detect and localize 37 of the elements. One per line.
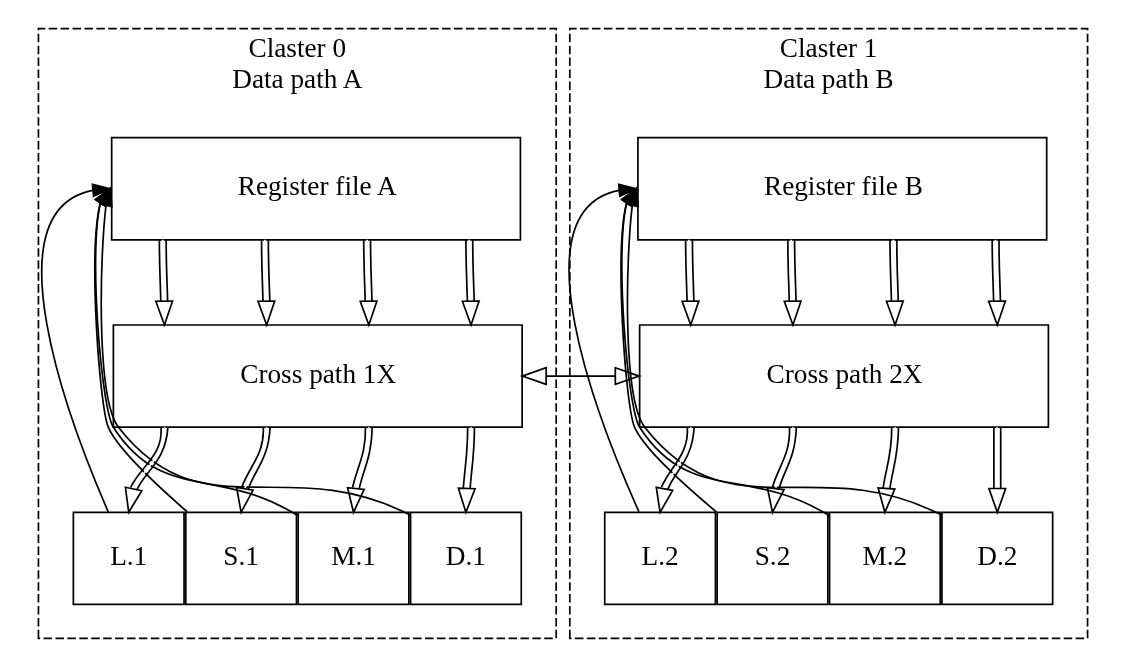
node-box: L.2 xyxy=(603,511,716,606)
arrow xyxy=(358,239,378,328)
arrow xyxy=(460,239,480,328)
arrow xyxy=(654,426,695,515)
arrow xyxy=(93,186,188,513)
arrow xyxy=(619,186,717,513)
arrow xyxy=(782,239,802,328)
node-box: S.1 xyxy=(184,511,297,606)
node-box: Cross path 1X xyxy=(112,324,523,429)
arrow xyxy=(154,239,174,328)
node-box: Register file B xyxy=(636,136,1048,241)
node-box: D.1 xyxy=(409,511,522,606)
arrow xyxy=(98,186,411,517)
arrow xyxy=(624,186,942,517)
arrow xyxy=(519,366,642,386)
node-box: L.1 xyxy=(72,511,185,606)
arrow xyxy=(567,183,640,514)
arrow xyxy=(123,426,169,515)
arrow xyxy=(680,239,700,328)
arrow xyxy=(619,186,830,517)
arrow xyxy=(256,239,276,328)
arrow xyxy=(765,426,797,515)
node-box: S.2 xyxy=(715,511,829,606)
arrow xyxy=(40,183,113,514)
arrow xyxy=(987,426,1007,515)
arrow xyxy=(986,239,1007,328)
arrow xyxy=(345,426,373,515)
arrow xyxy=(884,239,904,328)
arrow xyxy=(235,426,271,515)
node-box: Register file A xyxy=(110,136,521,241)
arrow xyxy=(93,186,298,517)
arrow xyxy=(876,426,899,515)
node-box: D.2 xyxy=(940,511,1053,606)
node-box: Cross path 2X xyxy=(638,324,1049,429)
node-box: M.2 xyxy=(828,511,941,606)
node-box: M.1 xyxy=(296,511,410,606)
arrow xyxy=(456,426,476,515)
